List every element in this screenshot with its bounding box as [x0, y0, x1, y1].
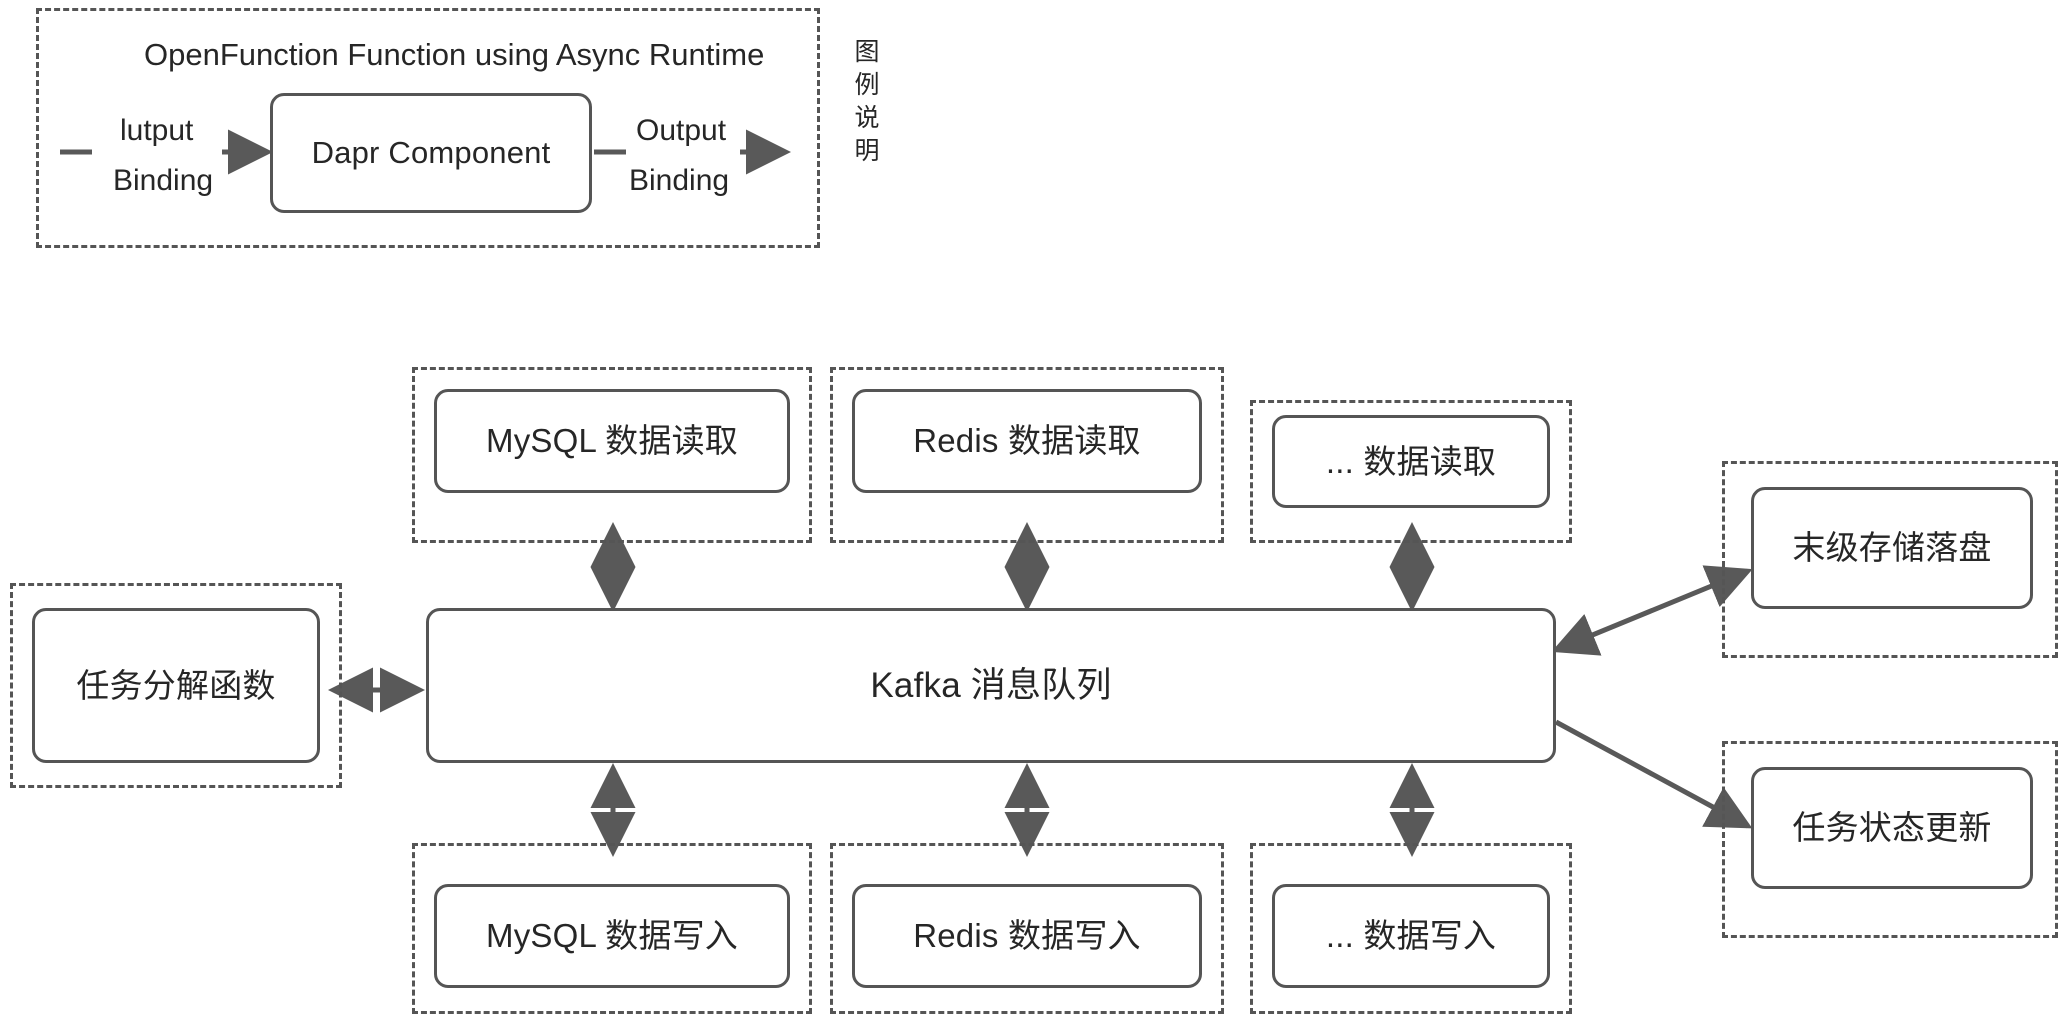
- other-data-write-group: [1250, 843, 1572, 1014]
- redis-data-write[interactable]: Redis 数据写入: [852, 884, 1202, 988]
- other-data-write[interactable]: ... 数据写入: [1272, 884, 1550, 988]
- redis-data-write-label: Redis 数据写入: [913, 917, 1141, 955]
- legend-output-label-line1: Output: [636, 114, 727, 147]
- dapr-component-label: Dapr Component: [311, 134, 551, 170]
- task-split-function[interactable]: 任务分解函数: [32, 608, 320, 763]
- redis-data-read[interactable]: Redis 数据读取: [852, 389, 1202, 493]
- dapr-component-node[interactable]: Dapr Component: [270, 93, 592, 213]
- task-status-update[interactable]: 任务状态更新: [1751, 767, 2033, 889]
- mysql-data-read-group: [412, 367, 812, 543]
- legend-input-label-line2: Binding: [113, 164, 214, 197]
- other-data-read-group: [1250, 400, 1572, 543]
- mysql-data-read-label: MySQL 数据读取: [486, 422, 738, 460]
- kafka-message-queue[interactable]: Kafka 消息队列: [426, 608, 1556, 763]
- other-data-write-label: ... 数据写入: [1325, 917, 1497, 955]
- legend-output-label-line2: Binding: [629, 164, 730, 197]
- final-storage-persist-label: 末级存储落盘: [1792, 529, 1992, 567]
- other-data-read[interactable]: ... 数据读取: [1272, 415, 1550, 508]
- final-storage-persist-group: [1722, 461, 2058, 658]
- redis-data-write-group: [830, 843, 1224, 1014]
- mysql-data-write[interactable]: MySQL 数据写入: [434, 884, 790, 988]
- redis-data-read-group: [830, 367, 1224, 543]
- final-storage-persist[interactable]: 末级存储落盘: [1751, 487, 2033, 609]
- task-split-function-label: 任务分解函数: [76, 666, 276, 704]
- legend-panel-title: OpenFunction Function using Async Runtim…: [144, 37, 765, 72]
- mysql-data-read[interactable]: MySQL 数据读取: [434, 389, 790, 493]
- legend-caption: 图例说明: [854, 38, 880, 165]
- other-data-read-label: ... 数据读取: [1325, 442, 1497, 480]
- kafka-message-queue-label: Kafka 消息队列: [870, 665, 1112, 705]
- mysql-data-write-group: [412, 843, 812, 1014]
- arrow-kafka-final-storage: [1551, 565, 1753, 656]
- task-status-update-group: [1722, 741, 2058, 938]
- task-status-update-label: 任务状态更新: [1792, 809, 1992, 847]
- redis-data-read-label: Redis 数据读取: [913, 422, 1141, 460]
- legend-input-label-line1: lutput: [120, 114, 194, 147]
- arrow-kafka-task-status: [1554, 719, 1753, 829]
- legend-panel-group: [36, 8, 820, 248]
- task-split-function-group: [10, 583, 342, 788]
- mysql-data-write-label: MySQL 数据写入: [486, 917, 738, 955]
